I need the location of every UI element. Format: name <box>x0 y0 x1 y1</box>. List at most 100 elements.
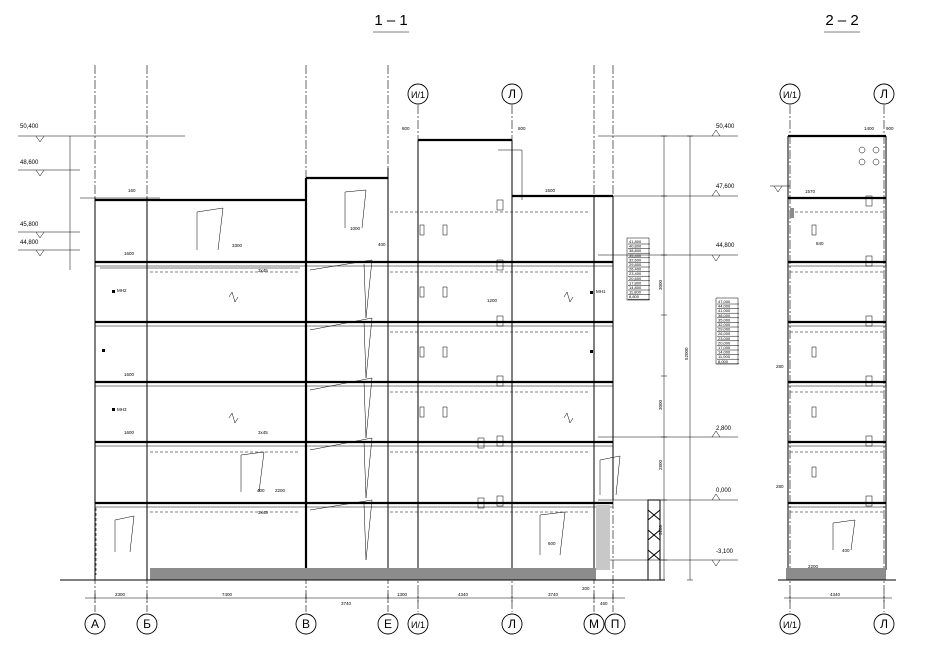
level-48600: 48,600 <box>20 160 39 166</box>
svg-text:-3,100: -3,100 <box>716 549 734 555</box>
svg-text:2,800: 2,800 <box>716 426 732 432</box>
level-value: 35,000 <box>718 317 731 322</box>
level-value: 23,400 <box>629 271 642 276</box>
level-45800: 45,800 <box>20 222 39 228</box>
svg-text:3300: 3300 <box>232 243 243 248</box>
level-value: 11,800 <box>629 290 642 295</box>
level-value: 17,800 <box>629 280 642 285</box>
section-title-1: 1 – 1 <box>374 12 407 29</box>
svg-text:2200: 2200 <box>808 564 819 569</box>
section-2-axis-bubbles: И/1 Л И/1 Л <box>779 83 895 635</box>
svg-text:0,000: 0,000 <box>716 488 732 494</box>
section-2-structure: 1400 900 1570 840 2200 400 280 280 <box>776 126 894 570</box>
axis-label: И/1 <box>783 620 797 630</box>
svg-text:400: 400 <box>257 488 265 493</box>
axis-label: М <box>589 617 599 631</box>
svg-text:3000: 3000 <box>658 399 663 410</box>
section-2-bottom-dim: 4340 <box>784 592 892 602</box>
level-value: 8,000 <box>718 359 729 364</box>
axis-label: Е <box>384 617 392 631</box>
svg-text:4340: 4340 <box>830 592 841 597</box>
svg-text:3740: 3740 <box>548 592 559 597</box>
level-value: 41,800 <box>629 239 642 244</box>
level-44800: 44,800 <box>20 240 39 246</box>
section-2-level-marker <box>770 185 790 193</box>
axis-label: П <box>611 617 620 631</box>
bottom-dimension-chain: 2300 7400 3740 1300 4340 3740 200 460 <box>85 586 625 606</box>
mark-mn1: МН1 <box>596 289 606 294</box>
level-value: 8,800 <box>629 294 640 299</box>
level-value: 38,800 <box>629 248 642 253</box>
svg-text:1500: 1500 <box>545 188 556 193</box>
axis-label: Л <box>880 617 888 631</box>
section-2-grid-lines <box>789 105 885 612</box>
svg-text:900: 900 <box>886 126 894 131</box>
scaffold-column <box>647 499 661 581</box>
axis-label: И/1 <box>411 90 425 100</box>
level-value: 40,800 <box>629 244 642 249</box>
axis-label: Л <box>508 87 516 101</box>
svg-text:44,800: 44,800 <box>716 243 735 249</box>
axis-label: Л <box>880 87 888 101</box>
section-title-2: 2 – 2 <box>825 12 858 29</box>
svg-text:1600: 1600 <box>124 430 135 435</box>
level-value: 44,000 <box>718 304 731 309</box>
level-value: 23,000 <box>718 336 731 341</box>
level-markers-right: 50,400 47,600 44,800 2,800 0,000 -3,100 <box>598 124 738 567</box>
level-value: 11,000 <box>718 354 731 359</box>
svg-text:1000: 1000 <box>350 226 361 231</box>
level-value: 32,000 <box>718 322 731 327</box>
svg-text:50,400: 50,400 <box>716 124 735 130</box>
level-value: 26,000 <box>718 331 731 336</box>
ground-slab-2 <box>786 568 886 580</box>
svg-text:1570: 1570 <box>805 189 816 194</box>
svg-text:3х45: 3х45 <box>258 430 268 435</box>
svg-text:7400: 7400 <box>222 592 233 597</box>
level-value: 20,600 <box>629 276 642 281</box>
level-50400: 50,400 <box>20 124 39 130</box>
ground-slab-left <box>150 568 306 580</box>
level-value: 32,600 <box>629 257 642 262</box>
svg-text:840: 840 <box>816 241 824 246</box>
svg-text:4340: 4340 <box>458 592 469 597</box>
level-value: 17,000 <box>718 345 731 350</box>
svg-text:3х45: 3х45 <box>258 268 268 273</box>
svg-text:800: 800 <box>518 126 526 131</box>
level-value: 14,800 <box>629 285 642 290</box>
svg-text:3000: 3000 <box>658 279 663 290</box>
svg-text:47,600: 47,600 <box>716 184 735 190</box>
section-1-axis-bubbles-bottom: А Б В Е И/1 Л М П <box>84 613 626 635</box>
svg-text:400: 400 <box>842 548 850 553</box>
level-value: 38,000 <box>718 313 731 318</box>
svg-text:400: 400 <box>378 242 386 247</box>
svg-text:460: 460 <box>600 601 608 606</box>
ground-slab-right <box>306 568 596 580</box>
section-1-grid-lines <box>94 65 614 612</box>
level-value: 47,000 <box>718 299 731 304</box>
section-1-axis-bubbles-top: И/1 Л <box>407 83 523 105</box>
svg-text:200: 200 <box>582 586 590 591</box>
svg-text:1400: 1400 <box>864 126 875 131</box>
svg-text:3740: 3740 <box>341 601 352 606</box>
level-markers-left: 50,400 48,600 45,800 44,800 <box>18 124 185 270</box>
level-value: 35,400 <box>629 253 642 258</box>
axis-label: Б <box>143 617 151 631</box>
level-table-b: 47,00044,00041,00038,00035,00032,00029,0… <box>715 297 739 365</box>
svg-text:280: 280 <box>776 484 784 489</box>
axis-label: И/1 <box>783 90 797 100</box>
level-value: 29,800 <box>629 262 642 267</box>
mark-mn3: МН3 <box>117 407 127 412</box>
svg-text:1300: 1300 <box>397 592 408 597</box>
svg-text:600: 600 <box>548 541 556 546</box>
axis-label: А <box>91 617 99 631</box>
svg-text:2800: 2800 <box>658 459 663 470</box>
svg-text:2200: 2200 <box>275 488 286 493</box>
axis-label: В <box>302 617 310 631</box>
level-value: 26,400 <box>629 267 642 272</box>
svg-text:800: 800 <box>402 126 410 131</box>
level-value: 20,000 <box>718 340 731 345</box>
svg-text:3х45: 3х45 <box>258 510 268 515</box>
mark-mn2: МН2 <box>117 288 127 293</box>
axis-label: Л <box>508 617 516 631</box>
svg-text:1600: 1600 <box>124 372 135 377</box>
